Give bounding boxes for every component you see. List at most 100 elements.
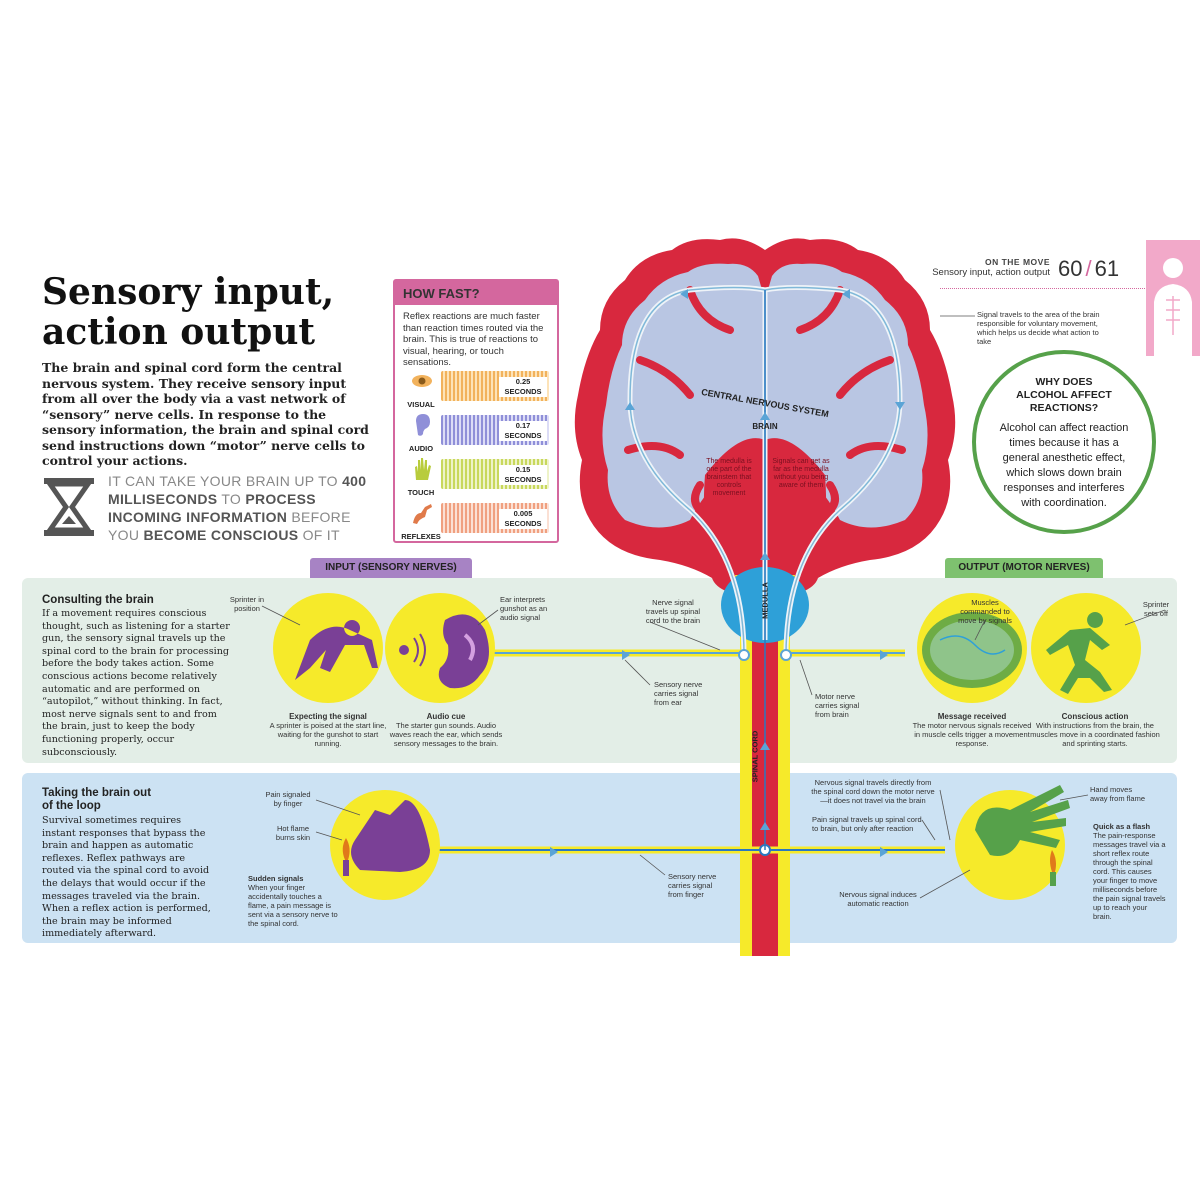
how-fast-title: HOW FAST? (395, 281, 557, 305)
hand-icon (415, 458, 431, 480)
speed-label: TOUCH (407, 488, 435, 497)
motor-brain-tag: Motor nerve carries signal from brain (815, 692, 860, 719)
pain-finger-tag: Pain signaled by finger (265, 790, 311, 808)
output-label: OUTPUT (MOTOR NERVES) (945, 558, 1103, 578)
signals-note: Signals can get as far as the medulla wi… (772, 458, 830, 489)
spinal-cord-label: SPINAL CORD (750, 730, 760, 783)
seconds-value: 0.15 (515, 465, 531, 474)
caption-title: Expecting the signal (289, 712, 367, 721)
seconds-unit: SECONDS (504, 387, 542, 396)
caption-text: When your finger accidentally touches a … (248, 883, 338, 928)
alcohol-text: Alcohol can affect reaction times becaus… (999, 422, 1129, 509)
running-header: ON THE MOVE Sensory input, action output (900, 257, 1050, 278)
taking-title: Taking the brain out of the loop (42, 787, 152, 812)
hand-withdrawing-icon (975, 785, 1070, 856)
muscles-commanded-tag: Muscles commanded to move by signals (958, 598, 1012, 625)
caption-text: The starter gun sounds. Audio waves reac… (389, 721, 503, 748)
torso-icon (1154, 258, 1192, 356)
caption-text: The pain-response messages travel via a … (1093, 831, 1166, 921)
caption-title: Conscious action (1061, 712, 1129, 721)
speed-label: VISUAL (407, 400, 435, 409)
ear-interprets-tag: Ear interprets gunshot as an audio signa… (500, 595, 548, 622)
arm-icon (413, 504, 432, 524)
crouching-sprinter-icon (295, 620, 378, 680)
induces-tag: Nervous signal induces automatic reactio… (839, 890, 917, 908)
sprinter-position-tag: Sprinter in position (229, 595, 265, 613)
pain-up-tag: Pain signal travels up spinal cord to br… (812, 815, 922, 833)
fact-part: TO (217, 491, 246, 507)
caption-title: Message received (937, 712, 1007, 721)
section-label: ON THE MOVE (984, 257, 1050, 267)
signal-top-note: Signal travels to the area of the brain … (977, 310, 1100, 346)
hot-flame-tag: Hot flame burns skin (275, 824, 311, 842)
seconds-value: 0.25 (515, 377, 531, 386)
fact-callout: IT CAN TAKE YOUR BRAIN UP TO 400 MILLISE… (108, 472, 378, 544)
seconds-value: 0.17 (515, 421, 531, 430)
fact-part: OF IT (298, 527, 340, 543)
fact-part: IT CAN TAKE YOUR BRAIN UP TO (108, 473, 343, 489)
how-fast-text: Reflex reactions are much faster than re… (403, 311, 544, 368)
page-slash: / (1085, 256, 1092, 281)
arm-purple-icon (351, 800, 430, 872)
speed-label: AUDIO (408, 444, 434, 453)
hand-away-tag: Hand moves away from flame (1090, 785, 1146, 803)
header-rule (940, 288, 1145, 289)
hourglass-icon (44, 478, 94, 536)
medulla-label: MEDULLA (760, 582, 770, 619)
direct-route-tag: Nervous signal travels directly from the… (811, 778, 935, 805)
caption-title: Quick as a flash (1093, 822, 1151, 831)
seconds-value: 0.005 (513, 509, 533, 518)
sensory-ear-tag: Sensory nerve carries signal from ear (654, 680, 703, 707)
caption-title: Audio cue (426, 712, 466, 721)
fact-part: BEFORE YOU (108, 509, 351, 543)
body-icon-tab (1146, 240, 1200, 356)
nerve-up-tag: Nerve signal travels up spinal cord to t… (645, 598, 701, 625)
seconds-unit: SECONDS (504, 519, 542, 528)
sensory-finger-tag: Sensory nerve carries signal from finger (668, 872, 717, 899)
flame-icon (342, 838, 350, 860)
input-label: INPUT (SENSORY NERVES) (310, 558, 472, 578)
section-subtitle: Sensory input, action output (932, 267, 1050, 278)
fact-part: 400 MILLISECONDS (108, 473, 367, 507)
page-numbers: 60/61 (1058, 256, 1119, 282)
consulting-title: Consulting the brain (42, 594, 154, 606)
page-left: 60 (1058, 256, 1083, 281)
how-fast-box: HOW FAST? Reflex reactions are much fast… (393, 279, 559, 543)
eye-icon (412, 375, 432, 387)
fact-part: BECOME CONSCIOUS (143, 527, 299, 543)
sprinter-sets-off-tag: Sprinter sets off (1142, 600, 1170, 618)
medulla-note: The medulla is one part of the brainstem… (706, 458, 752, 497)
fact-part: PROCESS INCOMING INFORMATION (108, 491, 316, 525)
ear-illustration-icon (438, 614, 489, 689)
flame-icon (1050, 850, 1056, 872)
speed-label: REFLEXES (401, 532, 441, 541)
caption-text: A sprinter is poised at the start line, … (269, 721, 387, 748)
ear-icon (416, 414, 430, 436)
caption-text: The motor nervous signals received in mu… (912, 721, 1032, 748)
page-title: Sensory input, action output (42, 271, 335, 353)
runner-icon (1046, 612, 1112, 694)
brain-label: BRAIN (752, 422, 778, 431)
page-right: 61 (1094, 256, 1120, 281)
caption-title: Sudden signals (248, 874, 304, 883)
seconds-unit: SECONDS (504, 475, 542, 484)
taking-text: Survival sometimes requires instant resp… (42, 815, 211, 940)
consulting-text: If a movement requires conscious thought… (42, 608, 230, 758)
alcohol-heading: WHY DOES ALCOHOL AFFECT REACTIONS? (1016, 376, 1112, 414)
seconds-unit: SECONDS (504, 431, 542, 440)
